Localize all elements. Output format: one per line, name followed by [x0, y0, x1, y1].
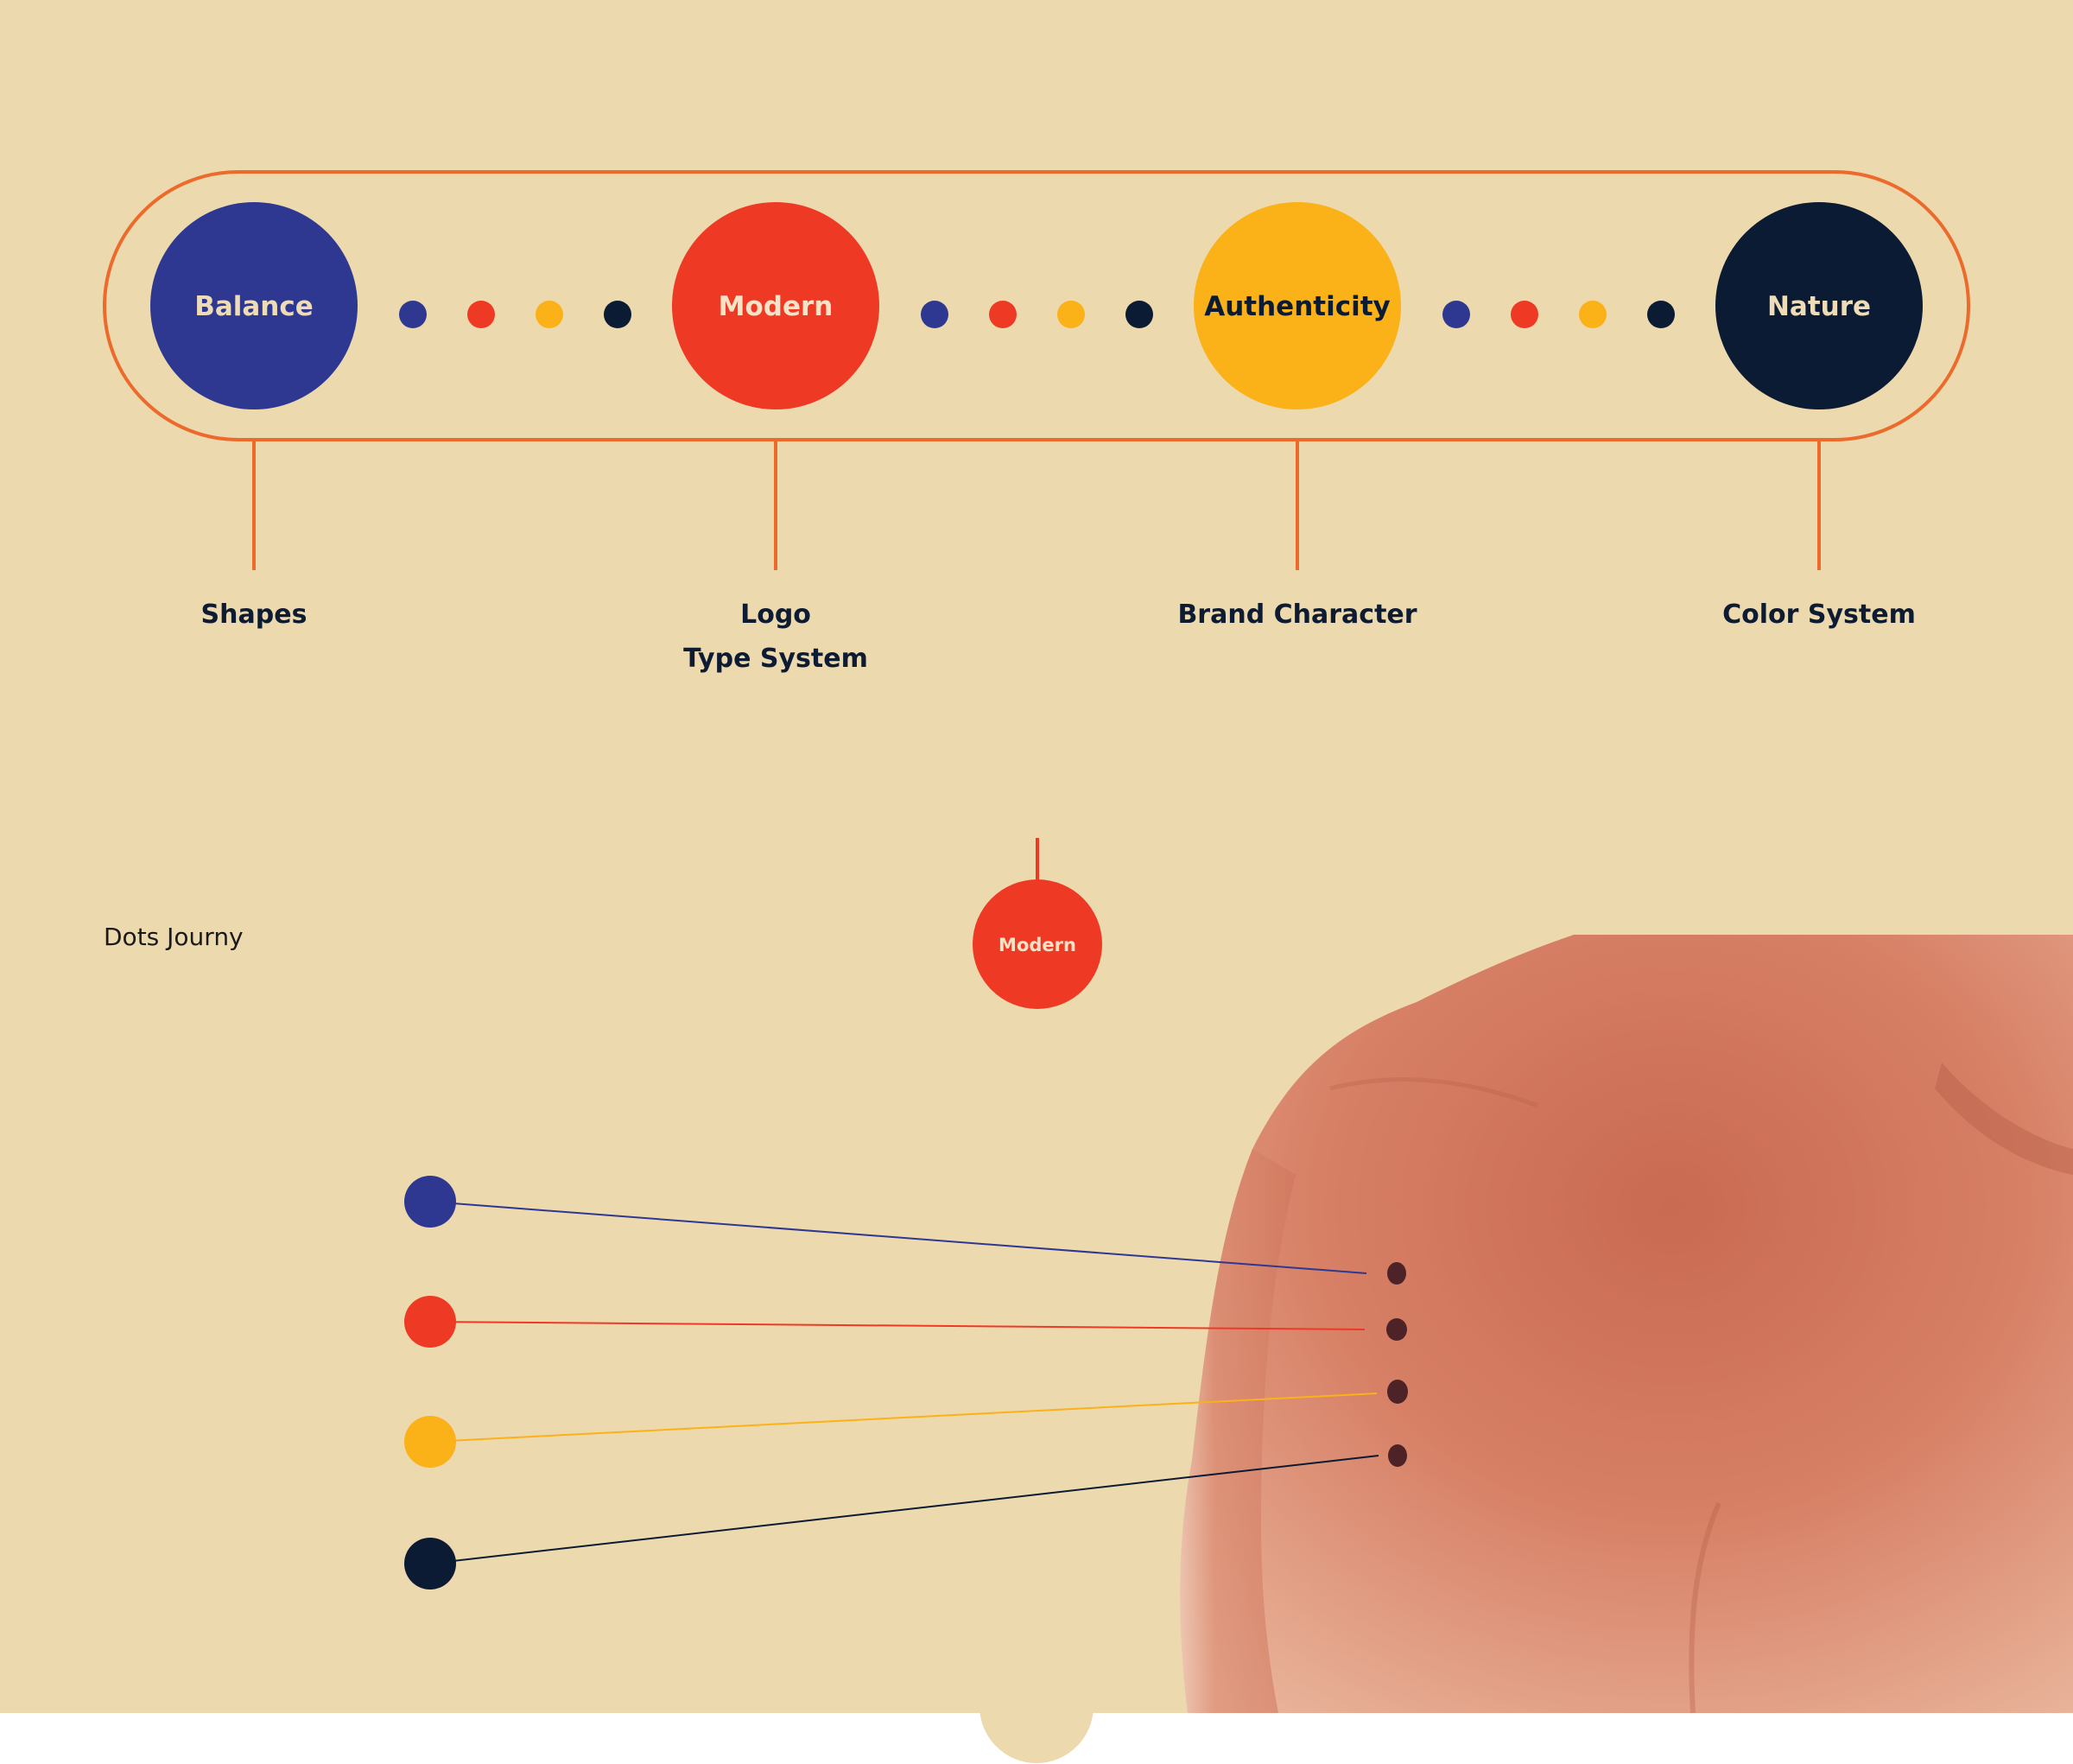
featured-circle-label: Modern — [998, 935, 1076, 955]
value-circle-authenticity — [1194, 202, 1401, 409]
value-circle-modern — [672, 202, 879, 409]
value-circle-label: Nature — [1767, 291, 1871, 322]
journey-line-yellow — [429, 1393, 1378, 1443]
connector-dot-navy — [1647, 301, 1675, 328]
journey-dot-navy — [404, 1538, 456, 1590]
category-label-shapes: Shapes — [200, 600, 307, 630]
featured-circle — [973, 879, 1102, 1009]
connector-dots — [399, 301, 1675, 328]
value-circles: Balance Modern Authenticity Nature — [150, 202, 1923, 409]
journey-dot-red — [404, 1296, 456, 1348]
journey-dot-blue — [404, 1176, 456, 1228]
value-circle-balance — [150, 202, 358, 409]
connector-dot-blue — [921, 301, 948, 328]
journey-caption: Dots Journy — [104, 923, 244, 951]
category-label-brand-character: Brand Character — [1177, 600, 1417, 630]
connector-dot-navy — [1125, 301, 1153, 328]
values-pill — [103, 170, 1970, 441]
category-label-logo: Logo — [740, 600, 811, 630]
connector-dot-red — [989, 301, 1017, 328]
journey-line-blue — [429, 1201, 1367, 1274]
journey-lines — [404, 1176, 1379, 1590]
value-circle-nature — [1715, 202, 1923, 409]
connector-dot-blue — [399, 301, 427, 328]
shoulder-illustration — [1180, 935, 2073, 1714]
connector-dot-yellow — [536, 301, 563, 328]
journey-line-red — [429, 1321, 1366, 1330]
journey-dot-yellow — [404, 1416, 456, 1468]
connector-dot-yellow — [1579, 301, 1607, 328]
connector-dot-red — [1511, 301, 1538, 328]
connector-dot-navy — [604, 301, 631, 328]
value-circle-label: Balance — [194, 291, 314, 322]
bottom-notch — [979, 1649, 1094, 1763]
category-label-color-system: Color System — [1722, 600, 1916, 630]
value-circle-label: Authenticity — [1204, 291, 1391, 322]
tattoo-dots — [1386, 1262, 1408, 1467]
connector-dot-yellow — [1057, 301, 1085, 328]
journey-line-navy — [429, 1455, 1379, 1564]
category-label-type-system: Type System — [683, 644, 868, 674]
connector-dot-red — [467, 301, 495, 328]
category-stems — [252, 441, 1821, 570]
connector-dot-blue — [1442, 301, 1470, 328]
value-circle-label: Modern — [719, 291, 834, 322]
